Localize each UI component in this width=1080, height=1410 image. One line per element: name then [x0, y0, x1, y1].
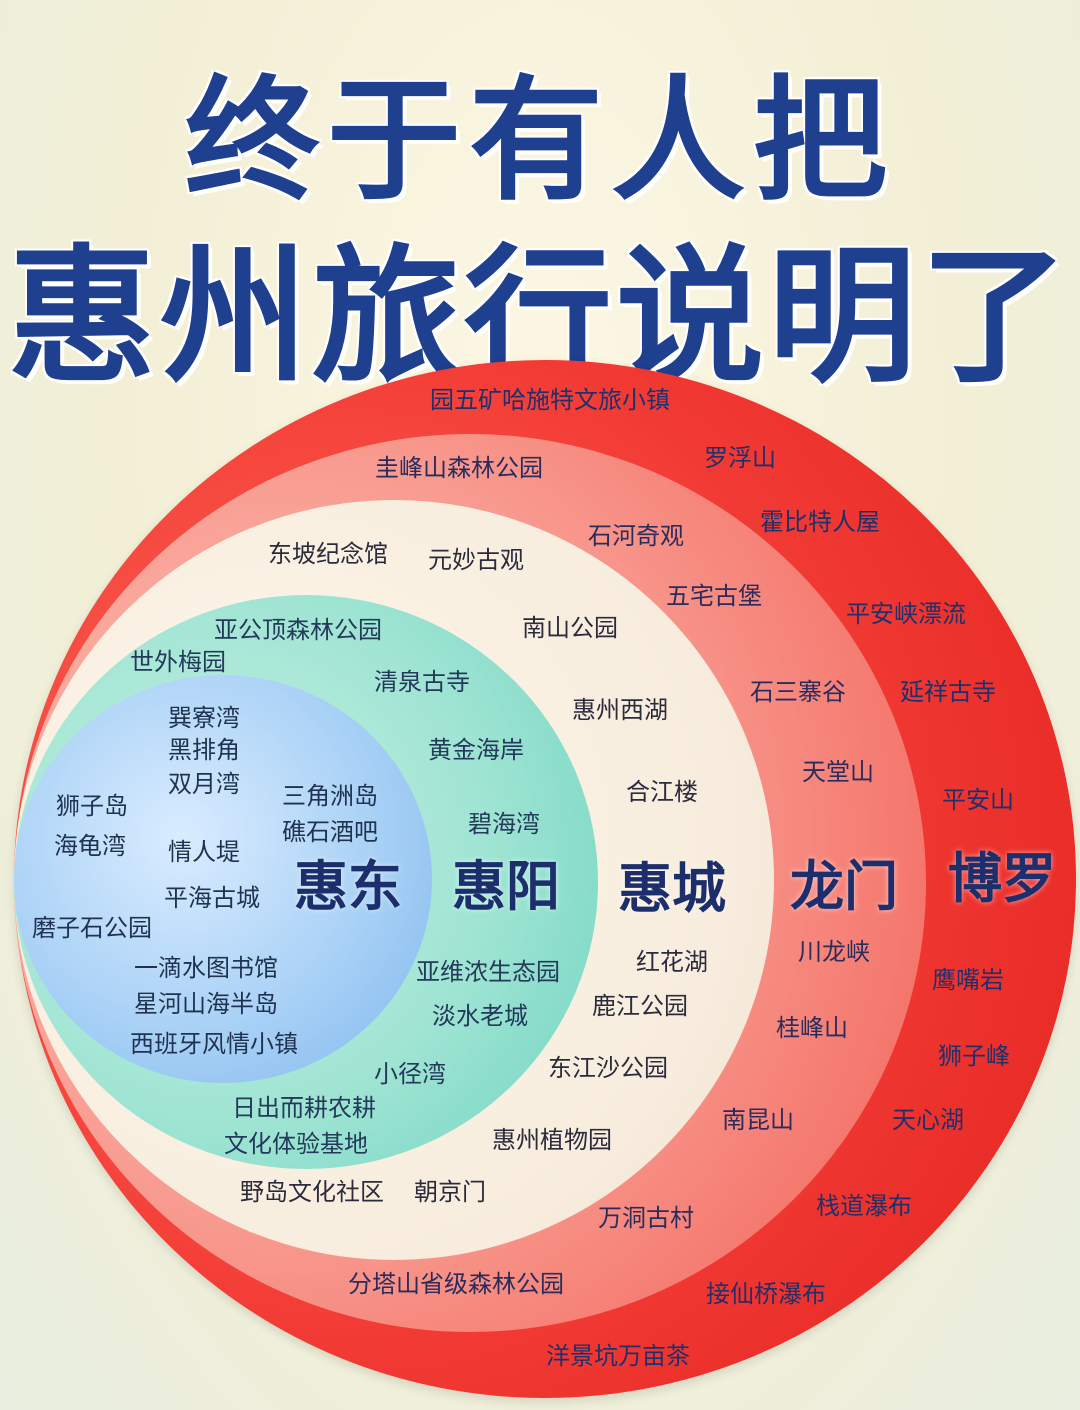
place-huidong: 海龟湾: [54, 832, 126, 860]
place-huidong: 黑排角: [168, 736, 240, 764]
place-huicheng: 东江沙公园: [548, 1054, 668, 1082]
place-huiyang: 日出而耕农耕: [232, 1094, 376, 1122]
ring-huidong: [14, 675, 432, 1083]
place-huidong: 情人堤: [168, 838, 240, 866]
district-label-longmen: 龙门: [790, 855, 898, 918]
place-longmen: 川龙峡: [798, 938, 870, 966]
place-huiyang: 碧海湾: [468, 810, 540, 838]
place-huicheng: 朝京门: [414, 1178, 486, 1206]
place-huidong: 星河山海半岛: [134, 990, 278, 1018]
place-longmen: 五宅古堡: [666, 582, 762, 610]
place-huiyang: 清泉古寺: [374, 668, 470, 696]
place-boluo: 狮子峰: [938, 1042, 1010, 1070]
place-boluo: 罗浮山: [704, 444, 776, 472]
place-huicheng: 东坡纪念馆: [268, 540, 388, 568]
place-boluo: 霍比特人屋: [760, 508, 880, 536]
place-longmen: 分塔山省级森林公园: [348, 1270, 564, 1298]
place-huidong: 一滴水图书馆: [134, 954, 278, 982]
place-huidong: 礁石酒吧: [282, 818, 378, 846]
place-huidong: 三角洲岛: [282, 782, 378, 810]
district-label-huidong: 惠东: [294, 855, 402, 918]
place-boluo: 接仙桥瀑布: [706, 1280, 826, 1308]
place-huiyang: 文化体验基地: [224, 1130, 368, 1158]
place-huicheng: 惠州植物园: [492, 1126, 612, 1154]
place-boluo: 天心湖: [892, 1106, 964, 1134]
district-label-huiyang: 惠阳: [452, 855, 560, 918]
place-huiyang: 黄金海岸: [428, 736, 524, 764]
place-longmen: 石三寨谷: [750, 678, 846, 706]
place-huidong: 狮子岛: [56, 792, 128, 820]
place-longmen: 万洞古村: [598, 1204, 694, 1232]
place-huiyang: 亚维浓生态园: [416, 958, 560, 986]
place-huiyang: 世外梅园: [130, 648, 226, 676]
place-boluo: 平安山: [942, 786, 1014, 814]
place-longmen: 天堂山: [802, 758, 874, 786]
place-huidong: 磨子石公园: [32, 914, 152, 942]
district-label-huicheng: 惠城: [618, 857, 726, 920]
place-huidong: 双月湾: [168, 770, 240, 798]
place-huicheng: 野岛文化社区: [240, 1178, 384, 1206]
place-huiyang: 亚公顶森林公园: [214, 616, 382, 644]
place-huiyang: 小径湾: [374, 1060, 446, 1088]
place-longmen: 石河奇观: [588, 522, 684, 550]
place-huicheng: 鹿江公园: [592, 992, 688, 1020]
place-huicheng: 元妙古观: [428, 546, 524, 574]
place-boluo: 洋景坑万亩茶: [546, 1342, 690, 1370]
place-huidong: 平海古城: [164, 884, 260, 912]
place-boluo: 鹰嘴岩: [932, 966, 1004, 994]
place-longmen: 南昆山: [722, 1106, 794, 1134]
place-boluo: 平安峡漂流: [846, 600, 966, 628]
place-huidong: 西班牙风情小镇: [130, 1030, 298, 1058]
place-boluo: 栈道瀑布: [816, 1192, 912, 1220]
place-huicheng: 南山公园: [522, 614, 618, 642]
place-boluo: 延祥古寺: [900, 678, 996, 706]
place-boluo: 园五矿哈施特文旅小镇: [430, 386, 670, 414]
district-label-boluo: 博罗: [948, 847, 1056, 910]
place-huiyang: 淡水老城: [432, 1002, 528, 1030]
place-longmen: 桂峰山: [776, 1014, 848, 1042]
place-huicheng: 合江楼: [626, 778, 698, 806]
place-huidong: 巽寮湾: [168, 704, 240, 732]
place-huicheng: 惠州西湖: [572, 696, 668, 724]
place-longmen: 圭峰山森林公园: [375, 454, 543, 482]
title-line-1: 终于有人把: [184, 63, 895, 219]
place-huicheng: 红花湖: [636, 948, 708, 976]
